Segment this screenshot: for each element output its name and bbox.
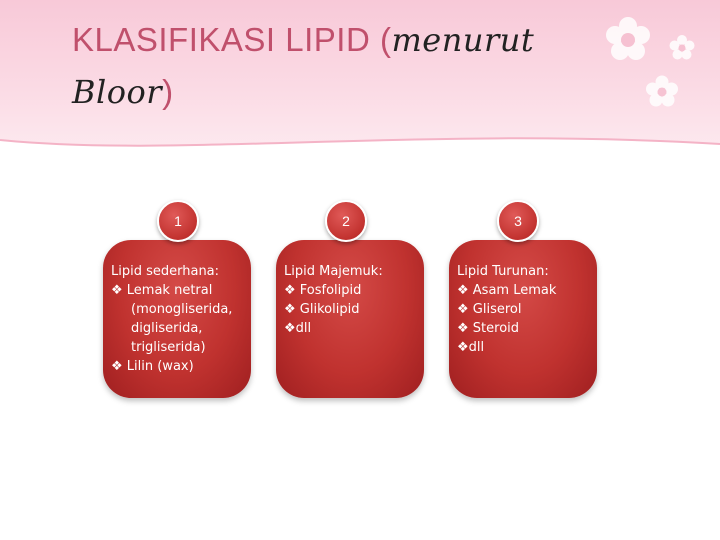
- title-italic: menurut Bloor: [72, 21, 535, 111]
- card-line: ❖ Lilin (wax): [111, 359, 194, 374]
- card-line: ❖dll: [284, 321, 312, 336]
- card-line: ❖ Glikolipid: [284, 302, 360, 317]
- card-line: ❖ Fosfolipid: [284, 283, 362, 298]
- card-line: ❖ Lemak netral: [111, 283, 213, 298]
- header-wave: [0, 137, 720, 150]
- card-lipid-sederhana: Lipid sederhana: ❖ Lemak netral (monogli…: [103, 240, 251, 398]
- card-line: trigliserida): [131, 340, 206, 355]
- number-badge-1: 1: [157, 200, 199, 242]
- card-line: (monogliserida,: [131, 302, 233, 317]
- card-text: Lipid Majemuk: ❖ Fosfolipid ❖ Glikolipid…: [284, 262, 418, 338]
- title-main: KLASIFIKASI LIPID (: [72, 21, 392, 58]
- title-close: ): [162, 73, 174, 110]
- slide-title: KLASIFIKASI LIPID (menurut Bloor): [72, 14, 592, 118]
- number-badge-2: 2: [325, 200, 367, 242]
- card-text: Lipid Turunan: ❖ Asam Lemak ❖ Gliserol ❖…: [457, 262, 591, 357]
- card-line: Lipid Turunan:: [457, 264, 549, 279]
- card-line: ❖ Steroid: [457, 321, 520, 336]
- flower-icon: [606, 17, 695, 107]
- card-line: ❖ Asam Lemak: [457, 283, 557, 298]
- card-line: ❖dll: [457, 340, 485, 355]
- card-lipid-turunan: Lipid Turunan: ❖ Asam Lemak ❖ Gliserol ❖…: [449, 240, 597, 398]
- card-line: ❖ Gliserol: [457, 302, 522, 317]
- card-text: Lipid sederhana: ❖ Lemak netral (monogli…: [111, 262, 245, 376]
- card-line: digliserida,: [131, 321, 203, 336]
- number-badge-3: 3: [497, 200, 539, 242]
- header-band: [0, 0, 720, 150]
- card-line: Lipid sederhana:: [111, 264, 220, 279]
- card-line: Lipid Majemuk:: [284, 264, 383, 279]
- card-lipid-majemuk: Lipid Majemuk: ❖ Fosfolipid ❖ Glikolipid…: [276, 240, 424, 398]
